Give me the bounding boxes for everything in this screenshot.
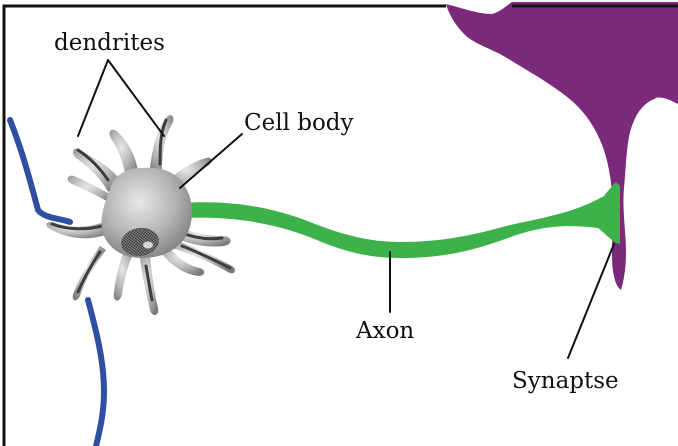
label-axon: Axon [355,318,414,344]
label-synapse: Synaptse [512,368,619,394]
label-dendrites: dendrites [54,30,165,56]
label-cell-body: Cell body [244,110,354,136]
